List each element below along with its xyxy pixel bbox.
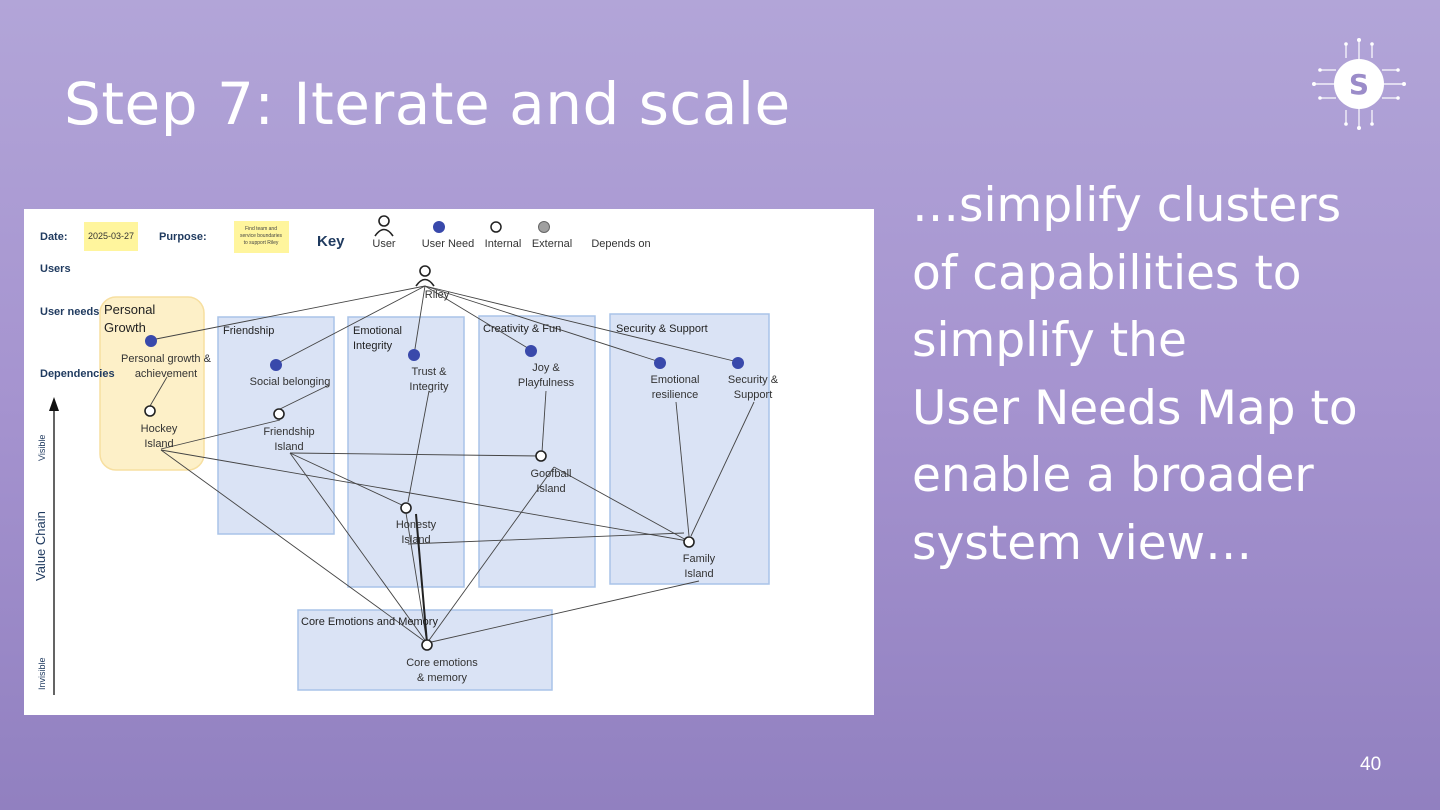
- purpose-line: Find team and: [245, 226, 277, 232]
- key-internal: Internal: [485, 238, 522, 250]
- need-label-trust: Integrity: [409, 381, 449, 393]
- body-line: of capabilities to: [912, 245, 1302, 301]
- purpose-sticky: [234, 221, 289, 253]
- user-needs-map: Date: 2025-03-27 Purpose: Find team and …: [24, 209, 874, 715]
- key-external: External: [532, 238, 572, 250]
- group-label-personal-growth: Personal: [104, 302, 155, 317]
- axis-bottom-label: Invisible: [37, 657, 47, 690]
- group-label-emotional-integrity: Integrity: [353, 340, 393, 352]
- group-box-creativity: [478, 315, 596, 588]
- body-line: User Needs Map to: [912, 380, 1358, 436]
- body-line: enable a broader: [912, 448, 1314, 503]
- axis-label: Value Chain: [33, 511, 48, 581]
- need-node: [732, 357, 744, 369]
- dep-label-core: Core emotions: [406, 657, 478, 669]
- row-label-dependencies: Dependencies: [40, 368, 115, 380]
- dep-label-friendship: Island: [274, 441, 303, 453]
- dep-label-hockey: Hockey: [141, 423, 178, 435]
- group-label-personal-growth: Growth: [104, 320, 146, 335]
- dep-label-honesty: Honesty: [396, 519, 437, 531]
- dep-label-honesty: Island: [401, 534, 430, 546]
- need-node: [654, 357, 666, 369]
- group-label-emotional-integrity: Emotional: [353, 325, 402, 337]
- axis-arrow-icon: [49, 397, 59, 411]
- dependency-node: [683, 536, 695, 548]
- row-label-user-needs: User needs: [40, 306, 99, 318]
- need-label-joy: Playfulness: [518, 377, 575, 389]
- row-label-users: Users: [40, 263, 71, 275]
- group-box-personal-growth: [99, 296, 205, 471]
- dependency-node: [400, 502, 412, 514]
- user-riley-label: Riley: [425, 289, 450, 301]
- group-label-creativity: Creativity & Fun: [483, 323, 561, 335]
- axis-top-label: Visible: [37, 435, 47, 461]
- need-label-security-support: Support: [734, 389, 773, 401]
- need-label-personal-growth: achievement: [135, 368, 197, 380]
- date-value: 2025-03-27: [88, 231, 134, 241]
- group-label-friendship: Friendship: [223, 325, 274, 337]
- page-number: 40: [1360, 754, 1382, 775]
- dep-label-family: Family: [683, 553, 716, 565]
- logo-icon: S: [1312, 38, 1406, 130]
- logo-letter: S: [1349, 68, 1369, 101]
- group-label-core: Core Emotions and Memory: [301, 616, 438, 628]
- purpose-line: to support Riley: [244, 240, 279, 246]
- group-label-security: Security & Support: [616, 323, 708, 335]
- key-external-icon: [538, 221, 550, 233]
- group-box-emotional-integrity: [347, 316, 465, 588]
- dep-label-core: & memory: [417, 672, 468, 684]
- group-box-friendship: [217, 316, 335, 535]
- dep-label-friendship: Friendship: [263, 426, 314, 438]
- key-depends-on: Depends on: [591, 238, 650, 250]
- dependency-node: [273, 408, 285, 420]
- need-label-personal-growth: Personal growth &: [121, 353, 212, 365]
- dep-label-goofball: Goofball: [531, 468, 572, 480]
- dependency-lines: [149, 285, 755, 644]
- body-line: …simplify clusters: [912, 178, 1342, 233]
- need-node: [408, 349, 420, 361]
- key-user: User: [372, 238, 396, 250]
- body-line: system view…: [912, 515, 1253, 571]
- key-label: Key: [317, 233, 345, 250]
- user-riley-icon: [415, 265, 435, 287]
- need-node: [145, 335, 157, 347]
- dep-label-family: Island: [684, 568, 713, 580]
- need-label-joy: Joy &: [532, 362, 560, 374]
- need-label-emotional-resilience: resilience: [652, 389, 698, 401]
- user-needs-map-diagram: Date: 2025-03-27 Purpose: Find team and …: [33, 215, 779, 695]
- slide-title: Step 7: Iterate and scale: [64, 70, 791, 138]
- need-label-emotional-resilience: Emotional: [651, 374, 700, 386]
- purpose-line: service boundaries: [240, 233, 282, 239]
- dependency-node: [535, 450, 547, 462]
- dep-label-goofball: Island: [536, 483, 565, 495]
- need-label-security-support: Security &: [728, 374, 779, 386]
- need-label-trust: Trust &: [411, 366, 447, 378]
- strong-dependency-line: [415, 513, 428, 644]
- dependency-node: [421, 639, 433, 651]
- need-label-social-belonging: Social belonging: [250, 376, 331, 388]
- key-need-icon: [433, 221, 445, 233]
- date-label: Date:: [40, 231, 68, 243]
- body-text: …simplify clusters of capabilities to si…: [912, 172, 1422, 577]
- body-line: simplify the: [912, 313, 1187, 368]
- date-sticky: [84, 222, 138, 251]
- purpose-label: Purpose:: [159, 231, 207, 243]
- key-user-icon: [374, 215, 394, 237]
- dep-label-hockey: Island: [144, 438, 173, 450]
- dependency-node: [144, 405, 156, 417]
- key-user-need: User Need: [422, 238, 475, 250]
- need-node: [270, 359, 282, 371]
- need-node: [525, 345, 537, 357]
- key-internal-icon: [490, 221, 502, 233]
